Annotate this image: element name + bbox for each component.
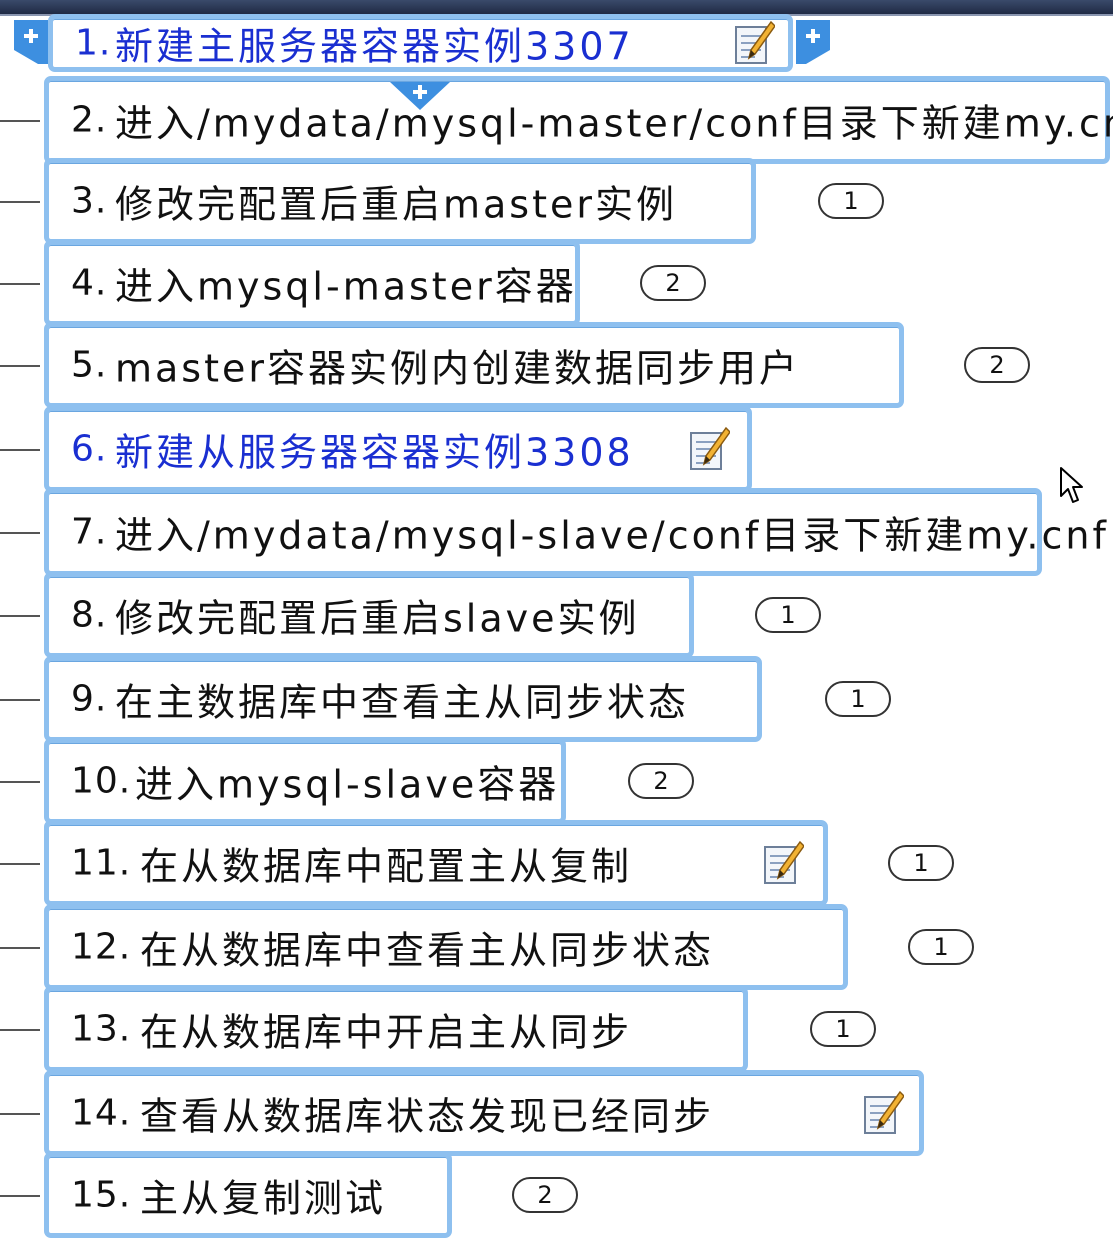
- node-label: 在主数据库中查看主从同步状态: [115, 680, 690, 725]
- node-label: 新建从服务器容器实例3308: [115, 430, 634, 475]
- child-count-badge[interactable]: 2: [640, 265, 706, 301]
- node-label: master容器实例内创建数据同步用户: [115, 346, 801, 391]
- node-number: 5.: [71, 344, 108, 386]
- note-icon[interactable]: [688, 426, 731, 472]
- node-number: 7.: [71, 511, 108, 553]
- branch-connector: [0, 532, 40, 534]
- mindmap-node[interactable]: 9.在主数据库中查看主从同步状态: [44, 656, 762, 742]
- mouse-cursor-icon: [1060, 467, 1083, 503]
- node-number: 15.: [71, 1174, 132, 1216]
- node-label: 主从复制测试: [140, 1176, 387, 1221]
- mindmap-node[interactable]: 14.查看从数据库状态发现已经同步: [44, 1070, 924, 1156]
- expand-plus-icon[interactable]: [14, 20, 48, 64]
- branch-connector: [0, 283, 40, 285]
- branch-connector: [0, 781, 40, 783]
- node-number: 2.: [71, 99, 108, 141]
- node-label: 修改完配置后重启master实例: [115, 182, 678, 227]
- node-label: 修改完配置后重启slave实例: [115, 596, 640, 641]
- node-number: 14.: [71, 1092, 132, 1134]
- branch-connector: [0, 863, 40, 865]
- node-label: 进入/mydata/mysql-master/conf目录下新建my.cnf: [115, 101, 1113, 146]
- branch-connector: [0, 1195, 40, 1197]
- branch-connector: [0, 365, 40, 367]
- node-number: 1.: [75, 22, 112, 64]
- child-count-badge[interactable]: 1: [908, 929, 974, 965]
- node-label: 查看从数据库状态发现已经同步: [140, 1094, 715, 1139]
- child-count-badge[interactable]: 1: [810, 1011, 876, 1047]
- node-number: 3.: [71, 180, 108, 222]
- mindmap-node[interactable]: 8.修改完配置后重启slave实例: [44, 572, 694, 658]
- mindmap-node[interactable]: 3.修改完配置后重启master实例: [44, 158, 756, 244]
- node-number: 10.: [71, 760, 132, 802]
- branch-connector: [0, 449, 40, 451]
- mindmap-node[interactable]: 15.主从复制测试: [44, 1152, 452, 1238]
- node-number: 13.: [71, 1008, 132, 1050]
- node-label: 进入mysql-master容器: [115, 264, 577, 309]
- branch-connector: [0, 1113, 40, 1115]
- node-number: 12.: [71, 926, 132, 968]
- node-label: 进入mysql-slave容器: [135, 762, 560, 807]
- mindmap-node[interactable]: 11.在从数据库中配置主从复制: [44, 820, 828, 906]
- child-count-badge[interactable]: 1: [888, 845, 954, 881]
- node-number: 8.: [71, 594, 108, 636]
- node-label: 新建主服务器容器实例3307: [115, 24, 634, 69]
- branch-connector: [0, 699, 40, 701]
- note-icon[interactable]: [762, 840, 805, 886]
- note-icon[interactable]: [733, 20, 776, 66]
- node-number: 9.: [71, 678, 108, 720]
- node-label: 在从数据库中查看主从同步状态: [140, 928, 715, 973]
- node-number: 4.: [71, 262, 108, 304]
- child-count-badge[interactable]: 2: [964, 347, 1030, 383]
- mindmap-node[interactable]: 7.进入/mydata/mysql-slave/conf目录下新建my.cnf: [44, 488, 1106, 576]
- mindmap-node[interactable]: 5.master容器实例内创建数据同步用户: [44, 322, 904, 408]
- mindmap-node[interactable]: 4.进入mysql-master容器: [44, 240, 580, 326]
- mindmap-node[interactable]: 13.在从数据库中开启主从同步: [44, 986, 748, 1072]
- branch-connector: [0, 947, 40, 949]
- node-label: 在从数据库中开启主从同步: [140, 1010, 633, 1055]
- node-label: 进入/mydata/mysql-slave/conf目录下新建my.cnf: [115, 513, 1109, 558]
- mindmap-node[interactable]: 10.进入mysql-slave容器: [44, 738, 566, 824]
- node-number: 11.: [71, 842, 132, 884]
- mindmap-node[interactable]: 6.新建从服务器容器实例3308: [44, 406, 752, 492]
- expand-plus-icon[interactable]: [796, 20, 830, 64]
- node-number: 6.: [71, 428, 108, 470]
- child-count-badge[interactable]: 2: [628, 763, 694, 799]
- child-count-badge[interactable]: 1: [818, 183, 884, 219]
- mindmap-node[interactable]: 2.进入/mydata/mysql-master/conf目录下新建my.cnf: [44, 76, 1113, 164]
- note-icon[interactable]: [862, 1090, 905, 1136]
- branch-connector: [0, 1029, 40, 1031]
- branch-connector: [0, 201, 40, 203]
- branch-connector: [0, 120, 40, 122]
- branch-connector: [0, 615, 40, 617]
- child-count-badge[interactable]: 1: [825, 681, 891, 717]
- child-count-badge[interactable]: 2: [512, 1177, 578, 1213]
- node-label: 在从数据库中配置主从复制: [140, 844, 633, 889]
- mindmap-node[interactable]: 12.在从数据库中查看主从同步状态: [44, 904, 848, 990]
- mindmap-node[interactable]: 1.新建主服务器容器实例3307: [48, 14, 793, 72]
- expand-plus-icon[interactable]: [390, 82, 450, 112]
- child-count-badge[interactable]: 1: [755, 597, 821, 633]
